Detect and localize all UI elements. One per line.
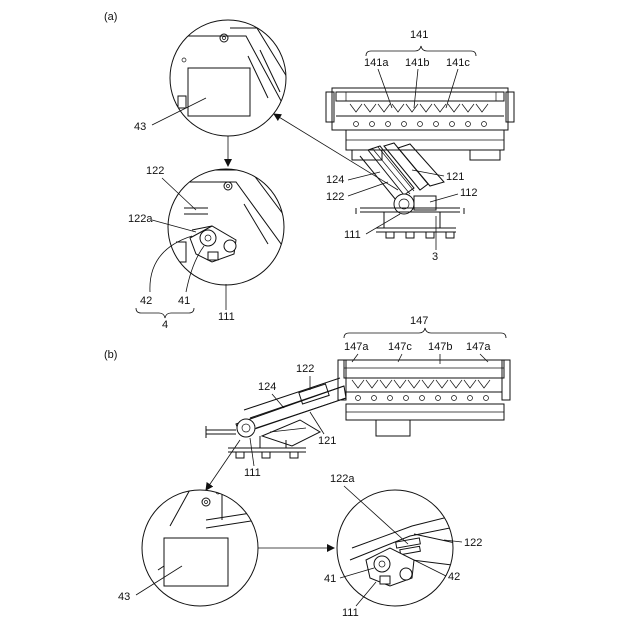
reel-tines-a (350, 104, 488, 112)
reel-tines-b (352, 380, 490, 388)
label-121-a: 121 (446, 171, 464, 183)
feeder-arm-a (360, 143, 444, 200)
zoom-circle-41-b (337, 490, 460, 606)
component-43-box-b (164, 538, 228, 586)
label-43-b: 43 (118, 591, 130, 603)
label-112-a: 112 (460, 187, 478, 199)
label-43-a: 43 (134, 121, 146, 133)
panel-label-b: (b) (104, 349, 117, 361)
brace-141 (366, 46, 476, 56)
brace-4 (136, 308, 194, 318)
label-141b: 141b (405, 57, 429, 69)
label-141c: 141c (446, 57, 470, 69)
label-147: 147 (410, 315, 428, 327)
label-42-a: 42 (140, 295, 152, 307)
zoom-circle-41-a (168, 169, 292, 285)
label-122-b: 122 (296, 363, 314, 375)
label-4: 4 (162, 319, 168, 331)
zoom-circle-43-b (142, 486, 270, 606)
label-124-a: 124 (326, 174, 344, 186)
label-122-a: 122 (326, 191, 344, 203)
label-42-b: 42 (448, 571, 460, 583)
label-41-b: 41 (324, 573, 336, 585)
label-122a-a: 122a (128, 213, 153, 225)
label-141: 141 (410, 29, 428, 41)
label-147a-left: 147a (344, 341, 369, 353)
label-122a-b: 122a (330, 473, 355, 485)
label-41-a: 41 (178, 295, 190, 307)
lower-frame-b (206, 419, 306, 458)
lower-frame-a (356, 194, 464, 238)
label-111-b: 111 (244, 467, 261, 479)
label-147c: 147c (388, 341, 412, 353)
label-3-a: 3 (432, 251, 438, 263)
component-43-box-a (188, 68, 250, 116)
label-122-zoom-b: 122 (464, 537, 482, 549)
header-machine-b (338, 360, 510, 436)
label-111-a: 111 (344, 229, 361, 241)
label-141a: 141a (364, 57, 389, 69)
label-122-zoom-a: 122 (146, 165, 164, 177)
label-147a-right: 147a (466, 341, 491, 353)
zoom-circle-43-a (170, 20, 300, 136)
arrow-to-zoom-b (206, 440, 240, 490)
brace-147 (344, 328, 506, 338)
mechanism-41-42-a (190, 226, 236, 262)
label-147b: 147b (428, 341, 452, 353)
header-machine-a (326, 88, 514, 160)
label-111-zoom-b: 111 (342, 607, 359, 619)
label-124-b: 124 (258, 381, 276, 393)
label-111-zoom-a: 111 (218, 311, 235, 323)
panel-label-a: (a) (104, 11, 117, 23)
label-121-b: 121 (318, 435, 336, 447)
